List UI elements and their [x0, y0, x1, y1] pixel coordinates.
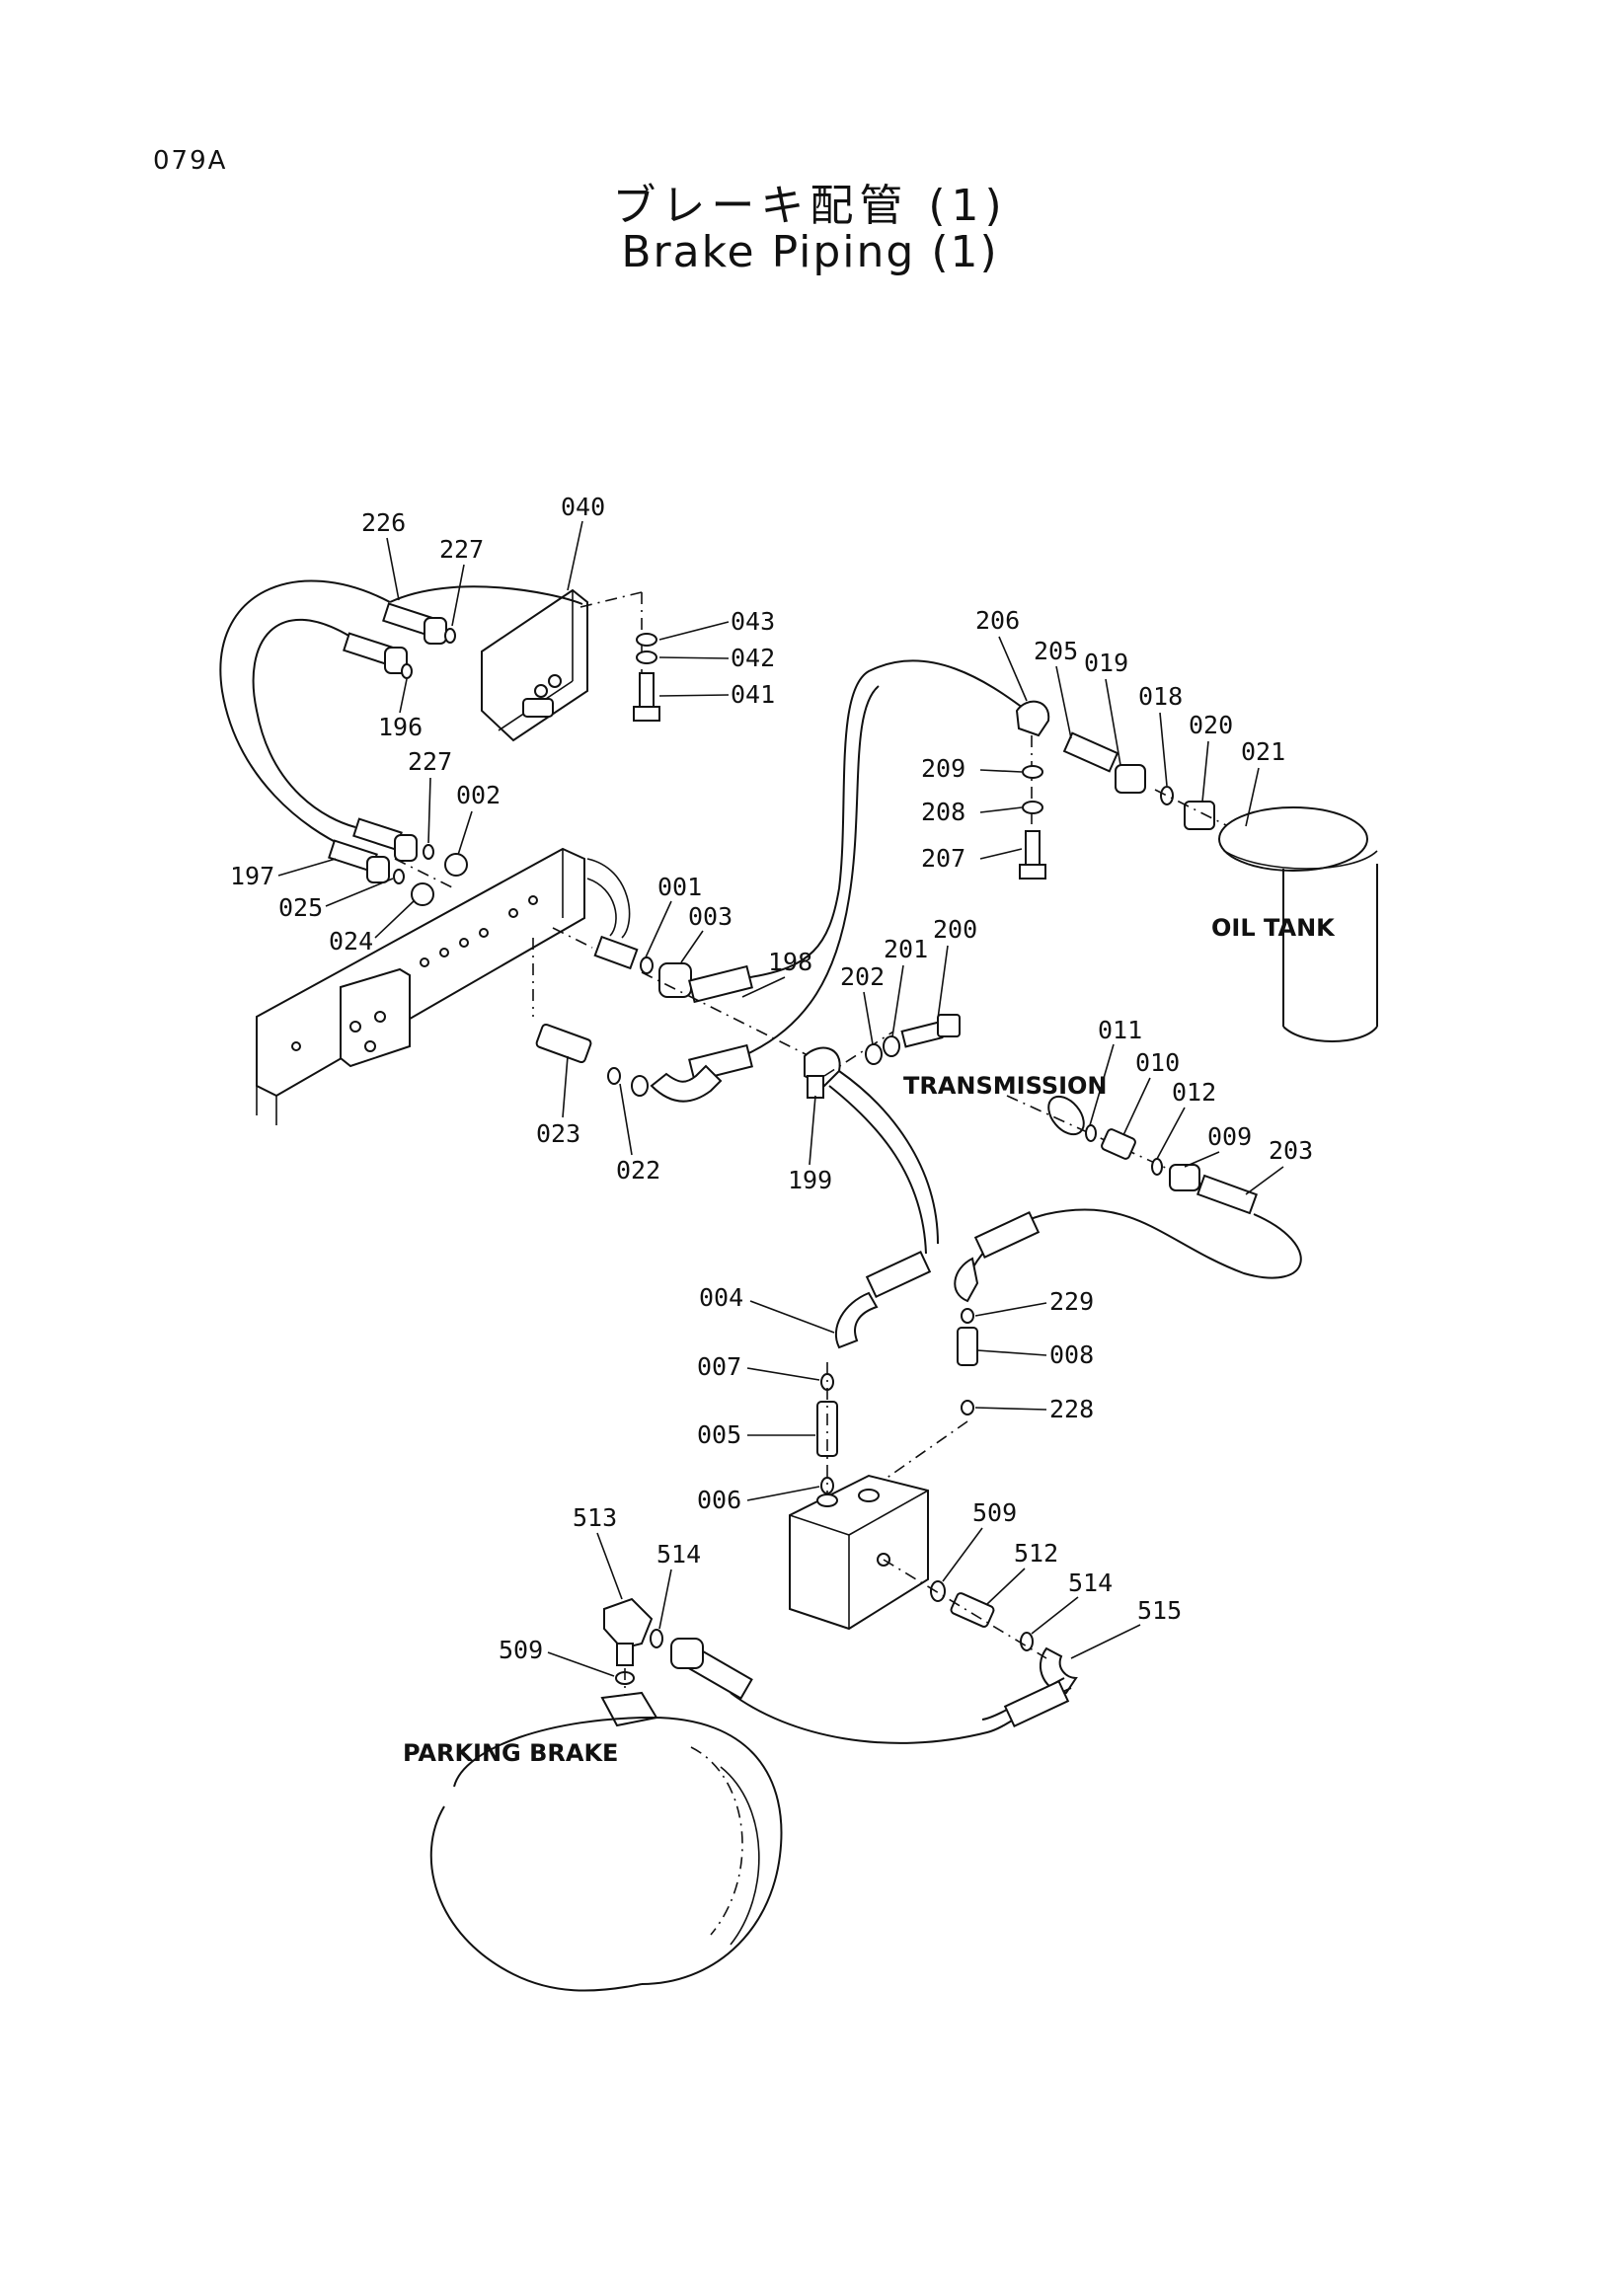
part-number: 042 — [731, 644, 775, 672]
part-number: 020 — [1189, 711, 1233, 739]
part-number: 509 — [499, 1636, 543, 1664]
part-number: 515 — [1137, 1596, 1182, 1625]
part-number: 008 — [1049, 1340, 1094, 1369]
part-number: 228 — [1049, 1395, 1094, 1423]
part-number: 201 — [884, 935, 928, 963]
page-title-english: Brake Piping (1) — [621, 227, 999, 277]
part-number: 040 — [561, 493, 605, 521]
part-number: 229 — [1049, 1287, 1094, 1316]
hose-203 — [954, 1208, 1302, 1303]
part-number: 041 — [731, 680, 775, 709]
frame-left — [256, 847, 631, 1125]
part-number: 226 — [361, 508, 406, 537]
part-number: 043 — [731, 607, 775, 636]
hose-004 — [828, 1070, 939, 1349]
part-number: 012 — [1172, 1078, 1216, 1107]
part-number: 202 — [840, 962, 885, 991]
part-number: 512 — [1014, 1539, 1058, 1568]
transmission-label: TRANSMISSION — [903, 1072, 1108, 1100]
part-number: 001 — [657, 873, 702, 901]
part-number: 197 — [230, 862, 274, 890]
part-number: 025 — [278, 893, 323, 922]
part-number: 021 — [1241, 737, 1285, 766]
part-number: 010 — [1135, 1048, 1180, 1077]
part-number: 003 — [688, 902, 733, 931]
fitting-stack-008-229 — [868, 1308, 978, 1492]
bracket-040 — [481, 588, 643, 742]
bolt-group-200-202 — [865, 1014, 961, 1065]
part-number: 206 — [975, 606, 1020, 635]
page-title-japanese: ブレーキ配管 (1) — [612, 181, 1008, 231]
part-number: 509 — [972, 1498, 1017, 1527]
part-number: 514 — [1068, 1569, 1113, 1597]
part-number: 227 — [439, 535, 484, 564]
part-number: 004 — [699, 1283, 743, 1312]
clamp-206 — [1015, 700, 1050, 880]
part-number: 024 — [329, 927, 373, 956]
clamp-199 — [804, 1031, 894, 1099]
part-number: 199 — [788, 1166, 832, 1194]
part-number: 005 — [697, 1420, 741, 1449]
part-number: 514 — [656, 1540, 701, 1569]
part-number: 006 — [697, 1486, 741, 1514]
transmission-fittings — [1006, 1095, 1259, 1215]
part-number: 022 — [616, 1156, 660, 1185]
hose-515 — [670, 1638, 1072, 1744]
parking-brake-label: PARKING BRAKE — [403, 1739, 618, 1767]
oil-tank — [1218, 806, 1378, 1042]
part-number: 203 — [1269, 1136, 1313, 1165]
parking-brake — [429, 1691, 783, 1992]
part-number: 198 — [768, 948, 812, 976]
fitting-group-509-515 — [883, 1559, 1078, 1695]
part-number: 200 — [933, 915, 977, 944]
part-number: 207 — [921, 844, 965, 873]
fitting-group-001-003 — [593, 935, 810, 1057]
part-number: 209 — [921, 754, 965, 783]
hose-198 — [688, 659, 1028, 1083]
part-number: 002 — [456, 781, 501, 809]
hose-loop-left — [219, 579, 583, 906]
part-number-labels: 226 227 040 043 042 041 196 227 002 197 … — [230, 493, 1313, 1677]
part-number: 513 — [573, 1503, 617, 1532]
part-number: 023 — [536, 1119, 580, 1148]
part-number: 196 — [378, 713, 423, 741]
oil-tank-label: OIL TANK — [1211, 914, 1336, 942]
brake-valve-block — [789, 1474, 929, 1631]
bolt-group-041-043 — [633, 633, 660, 722]
part-number: 227 — [408, 747, 452, 776]
part-number: 208 — [921, 798, 965, 826]
elbow-022-023 — [535, 1023, 723, 1103]
page-code: 079A — [153, 146, 228, 176]
part-number: 018 — [1138, 682, 1183, 711]
part-number: 007 — [697, 1352, 741, 1381]
elbow-513 — [603, 1597, 663, 1718]
part-number: 019 — [1084, 649, 1128, 677]
part-number: 205 — [1034, 637, 1078, 665]
part-number: 011 — [1098, 1016, 1142, 1044]
part-number: 009 — [1207, 1122, 1252, 1151]
fitting-stack-005-007 — [816, 1362, 838, 1500]
